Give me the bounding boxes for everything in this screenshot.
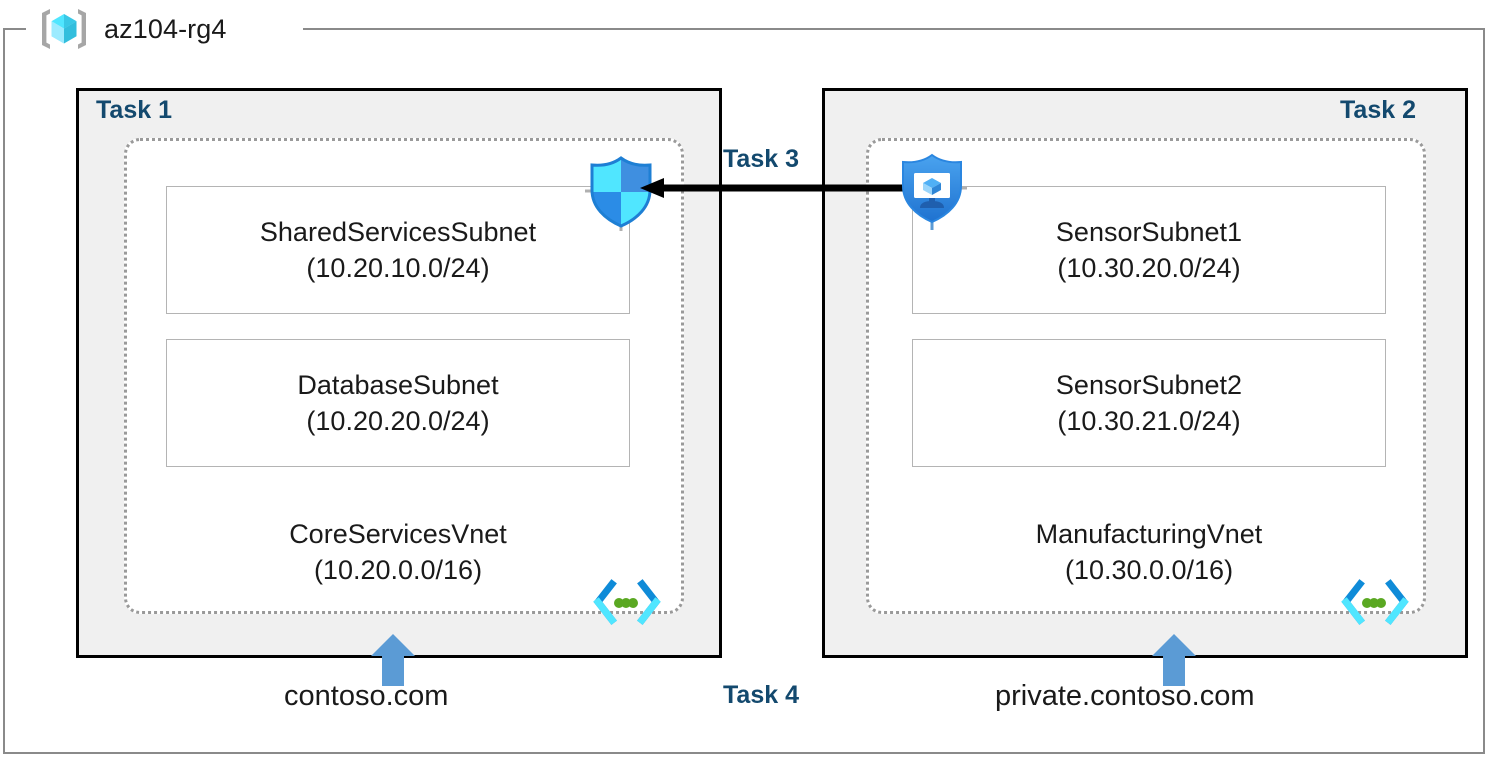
- task3-connection-arrow: [640, 178, 914, 198]
- vnet-cidr: (10.30.0.0/16): [1064, 555, 1234, 586]
- vnet-name: CoreServicesVnet: [289, 519, 507, 549]
- resource-group-header: az104-rg4: [36, 6, 226, 52]
- dns-link-arrow-contoso: [371, 634, 415, 686]
- subnet-database[interactable]: DatabaseSubnet (10.20.20.0/24): [166, 339, 630, 467]
- virtual-network-icon: [1341, 579, 1409, 625]
- protected-virtual-machine-shield-icon: [902, 153, 967, 230]
- subnet-sensor2[interactable]: SensorSubnet2 (10.30.21.0/24): [912, 339, 1386, 467]
- dns-zone-contoso: contoso.com: [284, 680, 449, 712]
- subnet-name: SharedServicesSubnet: [259, 216, 537, 247]
- resource-group-title-gap: [26, 18, 306, 40]
- task4-label: Task 4: [723, 681, 799, 709]
- subnet-name: SensorSubnet1: [1055, 216, 1243, 247]
- task3-label: Task 3: [723, 145, 799, 173]
- network-security-group-shield-icon: [585, 156, 652, 231]
- subnet-name: DatabaseSubnet: [297, 369, 499, 400]
- subnet-name: SensorSubnet2: [1055, 369, 1243, 400]
- virtual-network-icon: [593, 579, 661, 625]
- dns-link-arrow-private: [1152, 634, 1196, 686]
- subnet-cidr: (10.20.10.0/24): [306, 253, 490, 283]
- azure-resource-group-cube-icon: [42, 9, 86, 49]
- resource-group-name: az104-rg4: [104, 13, 227, 44]
- subnet-shared-services[interactable]: SharedServicesSubnet (10.20.10.0/24): [166, 186, 630, 314]
- subnet-cidr: (10.30.21.0/24): [1057, 406, 1241, 436]
- task1-label: Task 1: [96, 96, 172, 124]
- dns-zone-private-contoso: private.contoso.com: [995, 680, 1255, 712]
- vnet-cidr: (10.20.0.0/16): [313, 555, 483, 586]
- manufacturing-vnet-caption: ManufacturingVnet (10.30.0.0/16): [912, 516, 1386, 589]
- subnet-cidr: (10.30.20.0/24): [1057, 253, 1241, 283]
- subnet-cidr: (10.20.20.0/24): [306, 406, 490, 436]
- subnet-sensor1[interactable]: SensorSubnet1 (10.30.20.0/24): [912, 186, 1386, 314]
- task2-label: Task 2: [1340, 96, 1416, 124]
- core-services-vnet-caption: CoreServicesVnet (10.20.0.0/16): [166, 516, 630, 589]
- vnet-name: ManufacturingVnet: [1035, 519, 1263, 549]
